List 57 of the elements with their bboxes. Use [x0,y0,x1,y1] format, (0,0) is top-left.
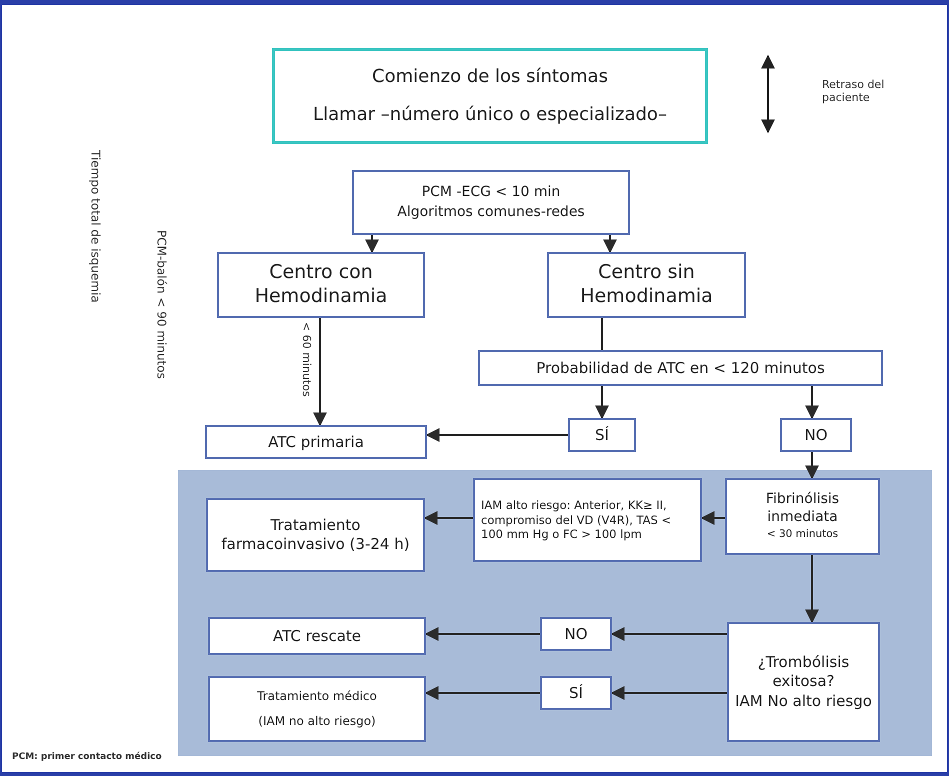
process-box [208,617,426,655]
box-text: < 30 minutos [766,528,838,542]
text-box [473,478,702,562]
box-text: NO [564,624,588,644]
box-text: Algoritmos comunes-redes [397,204,585,221]
arrow [313,318,327,426]
box-text: IAM alto riesgo: Anterior, KK≥ II, compromiso del VD (V4R), TAS < 100 mm Hg o FC > 100 lpm [481,498,672,542]
box-text: Probabilidad de ATC en < 120 minutos [536,358,825,378]
process-box [206,498,425,572]
edge-label: < 60 minutos [300,322,314,397]
process-box [208,676,426,742]
box-text: Llamar –número único o especializado– [313,104,667,126]
process-box [540,617,612,651]
box-text: SÍ [595,426,609,444]
arrow [424,511,473,525]
process-box [352,170,630,235]
process-box [478,350,883,386]
axis-note: Tiempo total de isquemia [88,150,102,303]
arrow [805,386,819,420]
box-text: ATC rescate [272,626,362,646]
box-text: Centro sin Hemodinamia [579,261,714,309]
arrow [424,686,540,700]
process-box [568,418,636,452]
note-text: Retraso del paciente [822,78,886,104]
process-box [547,252,746,318]
arrow [805,555,819,624]
box-text: ATC primaria [268,432,364,452]
box-text: Fibrinólisis inmediata [764,491,840,526]
arrow [424,627,540,641]
axis-note: PCM-balón < 90 minutos [154,230,168,379]
box-text: IAM No alto riesgo [735,692,872,712]
process-box [727,622,880,742]
box-text: Tratamiento farmacoinvasivo (3-24 h) [220,516,411,554]
process-box [205,425,427,459]
process-box [725,478,880,555]
note-text: PCM: primer contacto médico [12,752,162,763]
arrow [426,428,568,442]
box-text: Tratamiento médico [257,689,377,704]
box-text: Comienzo de los síntomas [372,66,608,88]
arrow [700,511,725,525]
process-box [780,418,852,452]
box-text: (IAM no alto riesgo) [258,714,376,729]
arrow [595,386,609,420]
box-text: NO [804,426,828,444]
box-text: PCM -ECG < 10 min [422,184,560,202]
arrow [610,686,727,700]
arrow [610,627,727,641]
process-box [540,676,612,710]
box-text: SÍ [569,684,583,702]
box-text: Centro con Hemodinamia [254,261,388,309]
box-text: ¿Trombólisis exitosa? [756,652,850,690]
process-box [217,252,425,318]
shaded-region [178,470,932,756]
process-box [272,48,708,144]
arrow [365,235,379,254]
arrow [805,452,819,480]
arrow [603,235,617,254]
